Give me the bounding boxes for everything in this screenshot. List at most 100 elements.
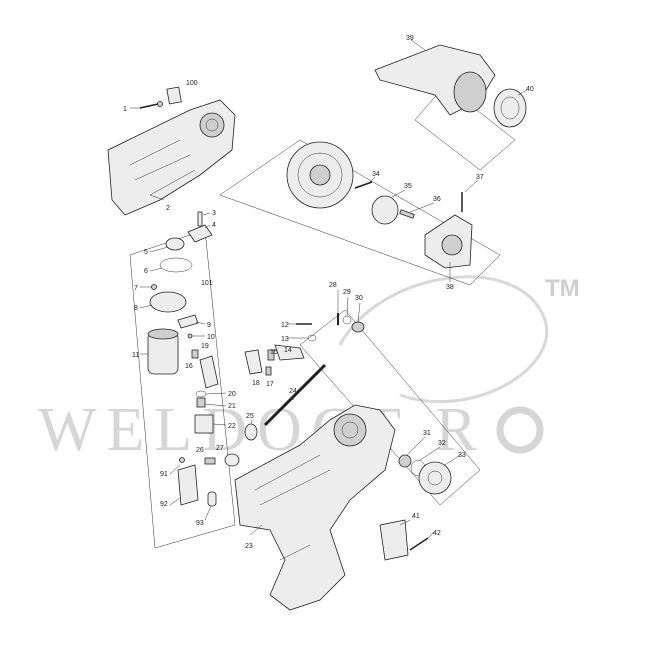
lever-14	[274, 344, 305, 361]
part-label: 101	[201, 280, 213, 287]
part-label: 37	[476, 174, 484, 181]
shaft-24	[263, 363, 327, 427]
main-housing-body	[234, 404, 396, 611]
part-label: 91	[160, 471, 168, 478]
cover-group-outline	[414, 84, 516, 171]
part-label: 9	[207, 322, 211, 329]
gear-group-outline	[219, 139, 501, 286]
large-gear-ring-hub	[309, 164, 331, 186]
part-label: 27	[216, 445, 224, 452]
main-housing	[234, 404, 396, 611]
side-cover-bearing-hole	[205, 118, 219, 132]
part-label: 13	[281, 336, 289, 343]
motor-bracket-8	[149, 291, 187, 313]
part-label: 19	[201, 343, 209, 350]
part-label: 17	[266, 381, 274, 388]
label-plate-100	[166, 86, 182, 105]
cap-40	[493, 88, 527, 128]
bushing-27	[224, 453, 240, 467]
part-label: 18	[252, 380, 260, 387]
part-label: 24	[289, 388, 297, 395]
part-label: 26	[196, 447, 204, 454]
washer-29	[342, 315, 352, 325]
motor-group	[147, 211, 219, 434]
spring-15	[267, 349, 275, 361]
part-label: 22	[228, 423, 236, 430]
part-label: 38	[446, 284, 454, 291]
leader-lines	[130, 39, 528, 539]
motor-11-top	[147, 328, 179, 340]
clutch-group-outline	[299, 309, 481, 506]
bracket-parts	[177, 457, 217, 507]
spring-21	[196, 397, 206, 408]
switch-block-22	[194, 414, 214, 434]
group-outlines	[129, 84, 516, 549]
cover-39-ring	[453, 71, 487, 113]
part-label: 29	[343, 289, 351, 296]
part-label: 35	[404, 183, 412, 190]
screw-91	[179, 457, 185, 463]
screw-3	[197, 211, 203, 227]
gear-33-hub	[427, 470, 443, 486]
plate-9	[177, 314, 199, 329]
motor-group-outline	[129, 229, 236, 549]
part-label: 36	[433, 196, 441, 203]
side-cover-ribs	[129, 139, 196, 196]
part-label: 11	[132, 352, 139, 359]
part-label: 32	[438, 440, 446, 447]
part-label: 14	[284, 347, 292, 354]
switch-lever-16	[199, 355, 219, 389]
part-labels: 1 100 2 3 4 5 6 7 101 8 9 10 11 12 13 14…	[123, 35, 534, 550]
screw-34	[354, 181, 373, 189]
spring-17	[265, 366, 272, 376]
part-label: 92	[160, 501, 168, 508]
ring-6	[159, 257, 193, 273]
part-label: 6	[144, 268, 148, 275]
bracket-92	[177, 464, 199, 506]
screw-10	[187, 333, 193, 339]
part-label: 23	[245, 543, 253, 550]
part-label: 8	[134, 305, 138, 312]
lever-18	[244, 349, 263, 375]
screw-42	[409, 537, 429, 551]
part-label: 33	[458, 452, 466, 459]
part-label: 42	[433, 530, 441, 537]
part-label: 20	[228, 391, 236, 398]
part-label: 40	[526, 86, 534, 93]
main-housing-gear-seat	[333, 413, 367, 447]
part-label: 34	[372, 171, 380, 178]
part-label: 16	[185, 363, 193, 370]
pin-36	[399, 209, 415, 219]
bushing-5	[165, 237, 185, 251]
screw-7	[151, 284, 157, 290]
pin-93	[207, 491, 217, 507]
watermark-swoosh	[338, 275, 549, 404]
part-label: 28	[329, 282, 337, 289]
part-label: 15	[270, 349, 278, 356]
main-housing-gear-hole	[341, 421, 359, 439]
bracket-4	[187, 224, 213, 243]
watermark-o-ring	[496, 406, 544, 454]
part-label: 93	[196, 520, 204, 527]
part-label: 39	[406, 35, 414, 42]
watermark: WELDOCT R TM	[38, 275, 580, 464]
upper-gear-group	[286, 141, 473, 269]
cap-40-inner	[500, 96, 520, 120]
part-label: 31	[423, 430, 431, 437]
part-label: 3	[212, 210, 216, 217]
part-label: 2	[166, 205, 170, 212]
gear-33	[418, 461, 452, 495]
gear-35	[371, 195, 399, 225]
screw-1	[139, 101, 163, 109]
holder-41	[379, 519, 409, 561]
gear-cover-38-hub	[441, 234, 463, 256]
main-housing-ribs	[254, 454, 331, 561]
side-cover-housing	[107, 99, 236, 216]
bearing-31	[398, 454, 412, 468]
part-label: 25	[246, 413, 254, 420]
watermark-text: WELDOCT R	[38, 396, 487, 464]
side-cover-bearing-seat	[199, 112, 225, 138]
part-label: 1	[123, 106, 127, 113]
